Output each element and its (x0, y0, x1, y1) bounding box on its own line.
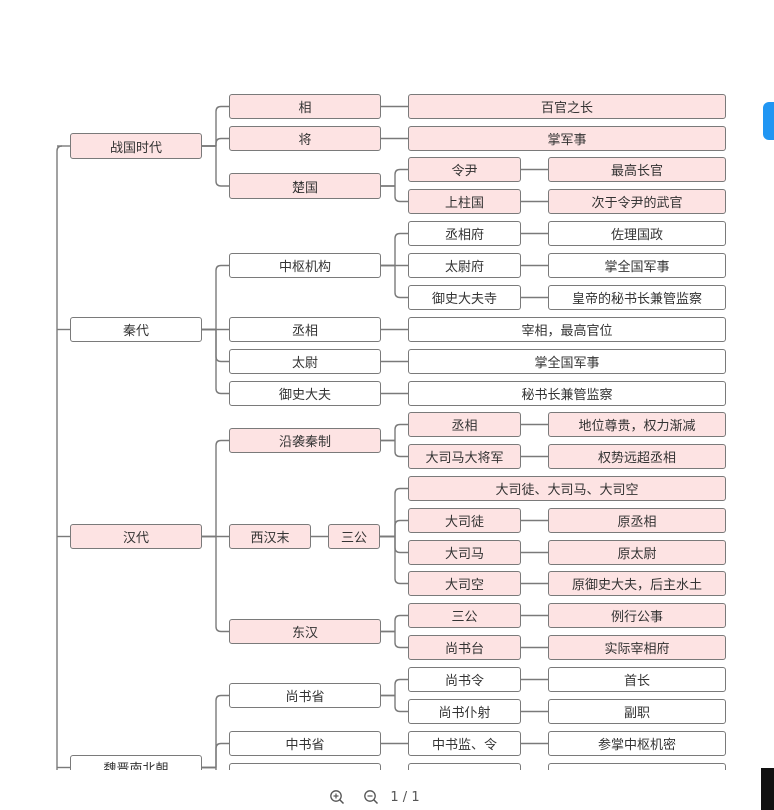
zoom-out-button[interactable] (360, 784, 382, 810)
node-han-cx[interactable]: 丞相 (408, 412, 521, 437)
edge-wj-wj_c1 (202, 766, 217, 770)
edge-han_sg-han_sg_all (380, 487, 408, 538)
edge-wj-wj_zsx (202, 742, 229, 769)
node-han-dh-sg[interactable]: 三公 (408, 603, 521, 628)
node-wj-c1[interactable] (229, 763, 381, 770)
node-han-dsk-d[interactable]: 原御史大夫，后主水土 (548, 571, 726, 596)
node-wj-c3[interactable] (548, 763, 726, 770)
node-qin-tw-d[interactable]: 掌全国军事 (408, 349, 726, 374)
corner-widget[interactable] (761, 768, 774, 810)
edge-qin-qin_ysdf (202, 328, 229, 395)
node-han-dh-sst-d[interactable]: 实际宰相府 (548, 635, 726, 660)
side-panel-tab[interactable] (763, 102, 774, 140)
node-qin-cx-d[interactable]: 宰相，最高官位 (408, 317, 726, 342)
page-indicator: 1 / 1 (390, 789, 420, 805)
node-zg-xiang-d[interactable]: 百官之长 (408, 94, 726, 119)
node-zg-jiang[interactable]: 将 (229, 126, 381, 151)
node-wj[interactable]: 魏晋南北朝 (70, 755, 202, 770)
connector-lines (56, 105, 548, 770)
edge-wj_ssx-wj_ssl (381, 678, 408, 697)
edge-qin_zs-qin_ysdfs (381, 264, 408, 299)
node-zg-ly[interactable]: 令尹 (408, 157, 521, 182)
node-qin-cxf[interactable]: 丞相府 (408, 221, 521, 246)
node-han-cx-d[interactable]: 地位尊贵，权力渐减 (548, 412, 726, 437)
node-wj-ssx[interactable]: 尚书省 (229, 683, 381, 708)
node-qin-twf-d[interactable]: 掌全国军事 (548, 253, 726, 278)
edge-han_yx-han_dsm (381, 439, 408, 458)
node-han-dh-sst[interactable]: 尚书台 (408, 635, 521, 660)
edge-zg-zg_xiang (202, 105, 229, 147)
node-wj-zsjl-d[interactable]: 参掌中枢机密 (548, 731, 726, 756)
node-qin-ysdfs[interactable]: 御史大夫寺 (408, 285, 521, 310)
viewer-toolbar: 1 / 1 (0, 784, 774, 810)
node-wj-ssl-d[interactable]: 首长 (548, 667, 726, 692)
node-han-dh-sg-d[interactable]: 例行公事 (548, 603, 726, 628)
zoom-in-icon (330, 790, 345, 805)
node-zg-chu[interactable]: 楚国 (229, 173, 381, 199)
node-han-dsm2[interactable]: 大司马 (408, 540, 521, 565)
node-wj-ssp-d[interactable]: 副职 (548, 699, 726, 724)
node-wj-ssl[interactable]: 尚书令 (408, 667, 521, 692)
root-spine (56, 145, 63, 770)
node-han-xhm[interactable]: 西汉末 (229, 524, 311, 549)
node-qin-ysdf-d[interactable]: 秘书长兼管监察 (408, 381, 726, 406)
node-han-yx[interactable]: 沿袭秦制 (229, 428, 381, 453)
edge-han_dh-han_dh_sg (381, 614, 408, 633)
node-han[interactable]: 汉代 (70, 524, 202, 549)
node-han-dsm-d[interactable]: 权势远超丞相 (548, 444, 726, 469)
zoom-in-button[interactable] (326, 784, 348, 810)
node-han-sg-all[interactable]: 大司徒、大司马、大司空 (408, 476, 726, 501)
node-han-dsm[interactable]: 大司马大将军 (408, 444, 521, 469)
edge-han_sg-han_dsk (380, 535, 408, 585)
node-wj-zsx[interactable]: 中书省 (229, 731, 381, 756)
node-han-dh[interactable]: 东汉 (229, 619, 381, 644)
node-qin-ysdf[interactable]: 御史大夫 (229, 381, 381, 406)
node-qin-tw[interactable]: 太尉 (229, 349, 381, 374)
edge-zg-zg_chu (202, 145, 229, 187)
node-zg-szg[interactable]: 上柱国 (408, 189, 521, 214)
edge-han_sg-han_dst (380, 519, 408, 538)
node-han-dsk[interactable]: 大司空 (408, 571, 521, 596)
node-qin-zs[interactable]: 中枢机构 (229, 253, 381, 278)
edge-wj_ssx-wj_ssp (381, 694, 408, 713)
node-wj-ssp[interactable]: 尚书仆射 (408, 699, 521, 724)
node-qin-ysdfs-d[interactable]: 皇帝的秘书长兼管监察 (548, 285, 726, 310)
node-zg[interactable]: 战国时代 (70, 133, 202, 159)
node-qin[interactable]: 秦代 (70, 317, 202, 342)
document-viewer[interactable]: 战国时代 相 百官之长将 掌军事楚国 令尹 最高长官上柱国 次于令尹的武官秦代 中枢机构 丞相府… (0, 0, 774, 770)
edge-zg_chu-zg_ly (381, 168, 408, 187)
node-zg-xiang[interactable]: 相 (229, 94, 381, 119)
edge-han_dh-han_dh_sst (381, 630, 408, 649)
node-zg-szg-d[interactable]: 次于令尹的武官 (548, 189, 726, 214)
node-qin-twf[interactable]: 太尉府 (408, 253, 521, 278)
edge-han_yx-han_cx (381, 423, 408, 442)
edge-han_sg-han_dsm2 (380, 535, 408, 554)
edge-zg_chu-zg_szg (381, 185, 408, 203)
edge-qin-qin_zs (202, 264, 229, 331)
node-han-dst-d[interactable]: 原丞相 (548, 508, 726, 533)
edge-han-han_dh (202, 535, 229, 633)
node-han-dst[interactable]: 大司徒 (408, 508, 521, 533)
node-han-sg[interactable]: 三公 (328, 524, 380, 549)
node-zg-ly-d[interactable]: 最高长官 (548, 157, 726, 182)
edge-han-han_yx (202, 439, 229, 538)
node-han-dsm2-d[interactable]: 原太尉 (548, 540, 726, 565)
node-qin-cxf-d[interactable]: 佐理国政 (548, 221, 726, 246)
zoom-out-icon (364, 790, 379, 805)
node-qin-cx[interactable]: 丞相 (229, 317, 381, 342)
node-wj-zsjl[interactable]: 中书监、令 (408, 731, 521, 756)
edge-qin_zs-qin_cxf (381, 232, 408, 267)
node-zg-jiang-d[interactable]: 掌军事 (408, 126, 726, 151)
node-wj-c2[interactable] (408, 763, 521, 770)
